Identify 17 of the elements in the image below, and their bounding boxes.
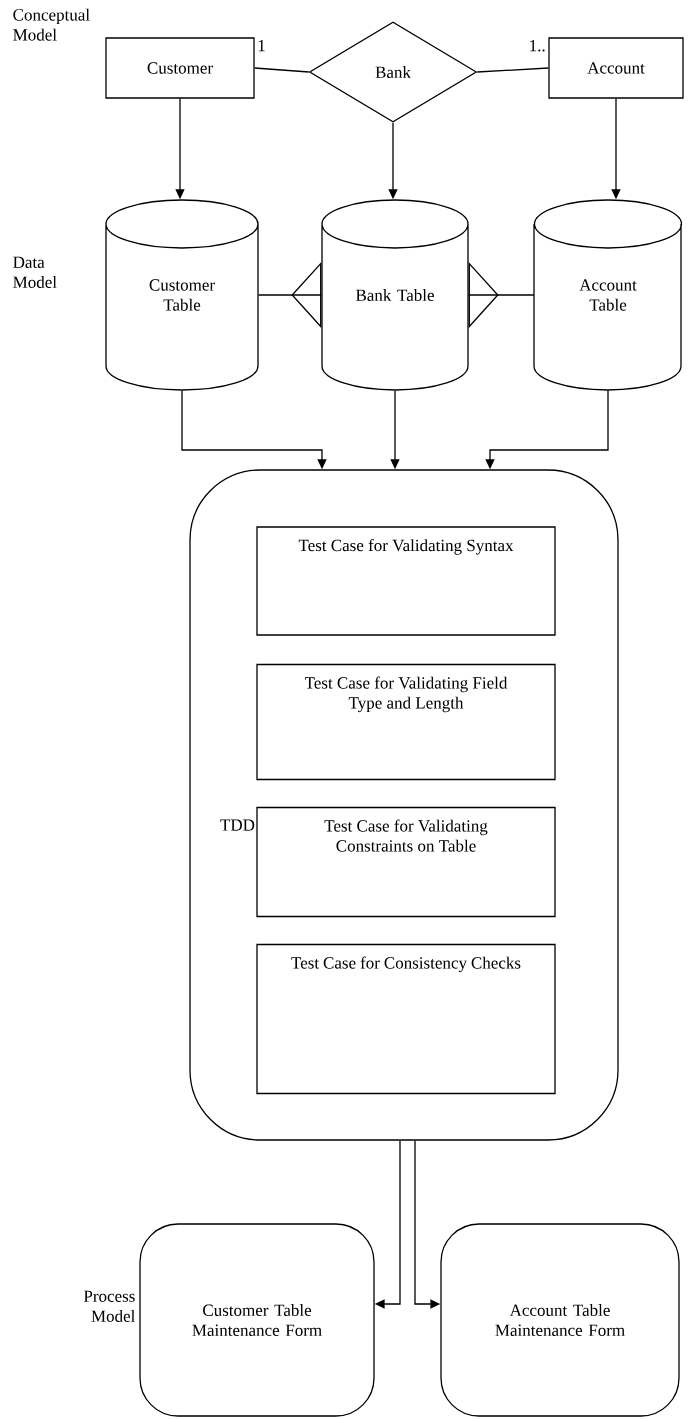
- entity-box: Account: [548, 37, 684, 99]
- test-case-box: Test Case for Consistency Checks: [256, 943, 556, 1095]
- connector: [254, 67, 310, 73]
- connector: [476, 67, 549, 73]
- test-case-box: Test Case for Validating Constraints on Table: [256, 806, 556, 918]
- database-cylinder: Bank Table: [321, 199, 469, 391]
- entity-box: Customer: [105, 37, 255, 99]
- section-label: Data Model: [13, 256, 57, 288]
- section-label: Conceptual Model: [13, 8, 90, 41]
- cardinality-label: 1: [255, 38, 268, 54]
- form-box: Account Table Maintenance Form: [440, 1223, 680, 1417]
- test-case-box: Test Case for Validating Syntax: [256, 526, 556, 636]
- database-cylinder: Account Table: [533, 199, 683, 391]
- database-cylinder: Customer Table: [105, 199, 259, 391]
- cardinality-label: 1..: [526, 38, 548, 54]
- test-case-box: Test Case for Validating Field Type and Length: [256, 663, 556, 781]
- form-box: Customer Table Maintenance Form: [139, 1223, 375, 1417]
